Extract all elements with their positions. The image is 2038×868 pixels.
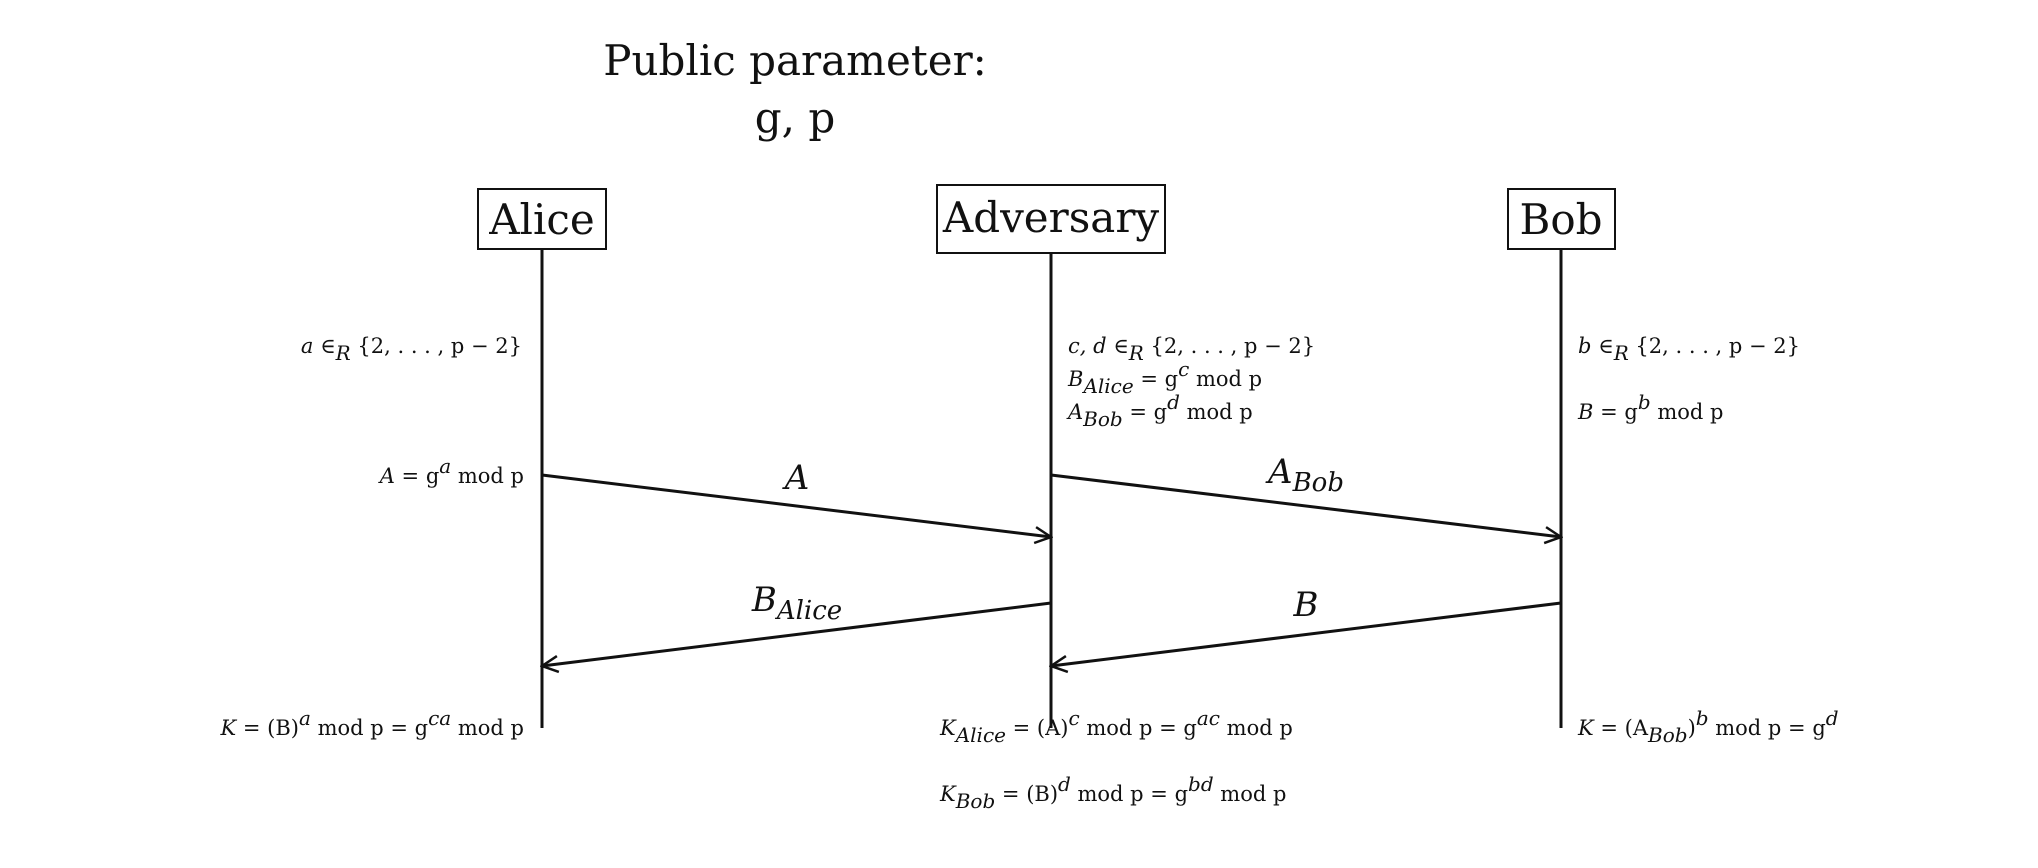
public-parameter-values: g, p	[755, 93, 835, 142]
bob-public-key: B = gb mod p	[1577, 390, 1723, 424]
party-bob: Bob	[1507, 188, 1616, 250]
alice-public-key: A = ga mod p	[378, 454, 524, 488]
adversary-key-bob: KBob = (B)d mod p = gbd mod p	[939, 772, 1286, 813]
bob-label: Bob	[1519, 195, 1602, 244]
alice-choose-a: a ∈R {2, . . . , p − 2}	[301, 334, 522, 365]
message-label-a: A	[782, 458, 810, 498]
adversary-choose-cd: c, d ∈R {2, . . . , p − 2}	[1068, 334, 1315, 365]
alice-shared-key: K = (B)a mod p = gca mod p	[219, 706, 524, 740]
public-parameter: Public parameter: g, p	[603, 36, 987, 142]
arrow-bob-to-adversary	[1051, 601, 1562, 666]
message-label-b-alice: BAlice	[751, 580, 842, 626]
message-label-b: B	[1293, 585, 1319, 625]
party-adversary: Adversary	[936, 184, 1166, 254]
public-parameter-label: Public parameter:	[603, 36, 987, 85]
bob-box	[1507, 188, 1616, 250]
arrow-alice-to-adversary	[541, 473, 1051, 537]
adversary-b-alice: BAlice = gc mod p	[1067, 357, 1262, 398]
alice-box	[477, 188, 607, 250]
bob-shared-key: K = (ABob)b mod p = gd	[1577, 706, 1839, 747]
adversary-key-alice: KAlice = (A)c mod p = gac mod p	[939, 706, 1293, 747]
adversary-label: Adversary	[942, 193, 1160, 242]
alice-label: Alice	[488, 195, 595, 244]
arrow-adversary-to-bob	[1050, 473, 1561, 537]
adversary-a-bob: ABob = gd mod p	[1066, 390, 1253, 431]
message-adversary-to-bob: ABob	[1050, 452, 1561, 537]
bob-choose-b: b ∈R {2, . . . , p − 2}	[1578, 334, 1800, 365]
message-alice-to-adversary: A	[541, 458, 1051, 537]
message-label-a-bob: ABob	[1265, 452, 1344, 498]
adversary-box	[936, 184, 1166, 254]
message-bob-to-adversary: B	[1051, 585, 1562, 666]
message-adversary-to-alice: BAlice	[542, 580, 1052, 666]
party-alice: Alice	[477, 188, 607, 250]
arrow-adversary-to-alice	[542, 601, 1052, 666]
